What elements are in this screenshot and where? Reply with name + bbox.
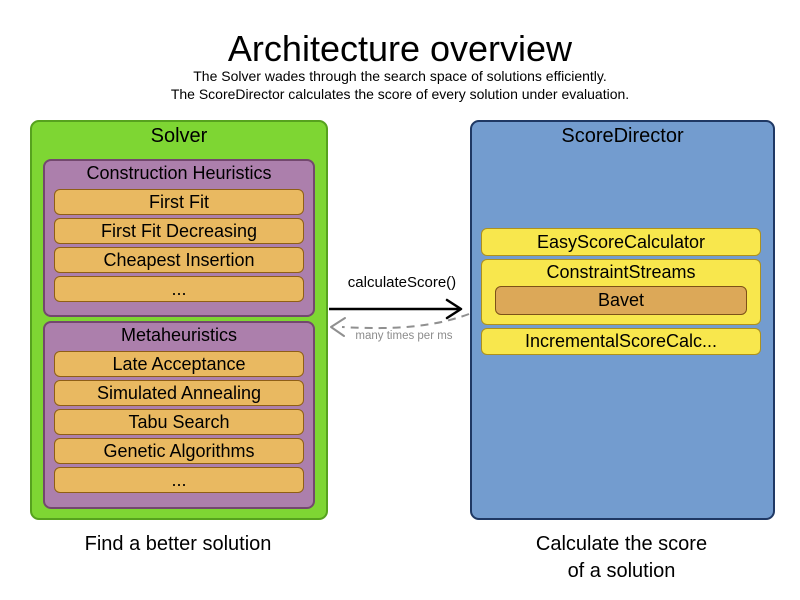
frequency-label: many times per ms: [355, 330, 453, 342]
construction-heuristics-title: Construction Heuristics: [86, 163, 272, 183]
subtitle-line-1: The Solver wades through the search spac…: [193, 68, 607, 84]
score-director-caption-line2: of a solution: [567, 560, 676, 582]
solver-title: Solver: [150, 125, 208, 147]
constraint-streams-box: ConstraintStreams Bavet: [481, 259, 761, 325]
score-director-caption-line1: Calculate the score: [535, 533, 708, 555]
score-director-caption: Calculate the score of a solution: [470, 531, 773, 585]
algorithm-item-ellipsis: ...: [54, 276, 304, 302]
calculator-list: EasyScoreCalculator ConstraintStreams Ba…: [481, 228, 761, 355]
constraint-streams-label: ConstraintStreams: [546, 262, 696, 282]
solver-caption: Find a better solution: [84, 533, 272, 555]
algorithm-item: First Fit Decreasing: [54, 218, 304, 244]
easy-score-calculator-box: EasyScoreCalculator: [481, 228, 761, 256]
construction-heuristics-list: First Fit First Fit Decreasing Cheapest …: [54, 189, 304, 302]
algorithm-item: Late Acceptance: [54, 351, 304, 377]
subtitle-line-2: The ScoreDirector calculates the score o…: [170, 86, 630, 102]
algorithm-item: Simulated Annealing: [54, 380, 304, 406]
incremental-score-calculator-box: IncrementalScoreCalc...: [481, 328, 761, 355]
metaheuristics-box: Metaheuristics Late Acceptance Simulated…: [43, 321, 315, 509]
algorithm-item: Tabu Search: [54, 409, 304, 435]
score-director-box: ScoreDirector EasyScoreCalculator Constr…: [470, 120, 775, 520]
algorithm-item: First Fit: [54, 189, 304, 215]
page-title: Architecture overview: [227, 28, 573, 69]
metaheuristics-title: Metaheuristics: [120, 325, 238, 345]
algorithm-item-ellipsis: ...: [54, 467, 304, 493]
algorithm-item: Cheapest Insertion: [54, 247, 304, 273]
metaheuristics-list: Late Acceptance Simulated Annealing Tabu…: [54, 351, 304, 493]
solver-box: Solver Construction Heuristics First Fit…: [30, 120, 328, 520]
bavet-box: Bavet: [495, 286, 747, 315]
calculate-score-label: calculateScore(): [347, 274, 457, 291]
construction-heuristics-box: Construction Heuristics First Fit First …: [43, 159, 315, 317]
score-director-title: ScoreDirector: [561, 125, 684, 147]
calculate-score-arrow: [329, 298, 463, 320]
algorithm-item: Genetic Algorithms: [54, 438, 304, 464]
